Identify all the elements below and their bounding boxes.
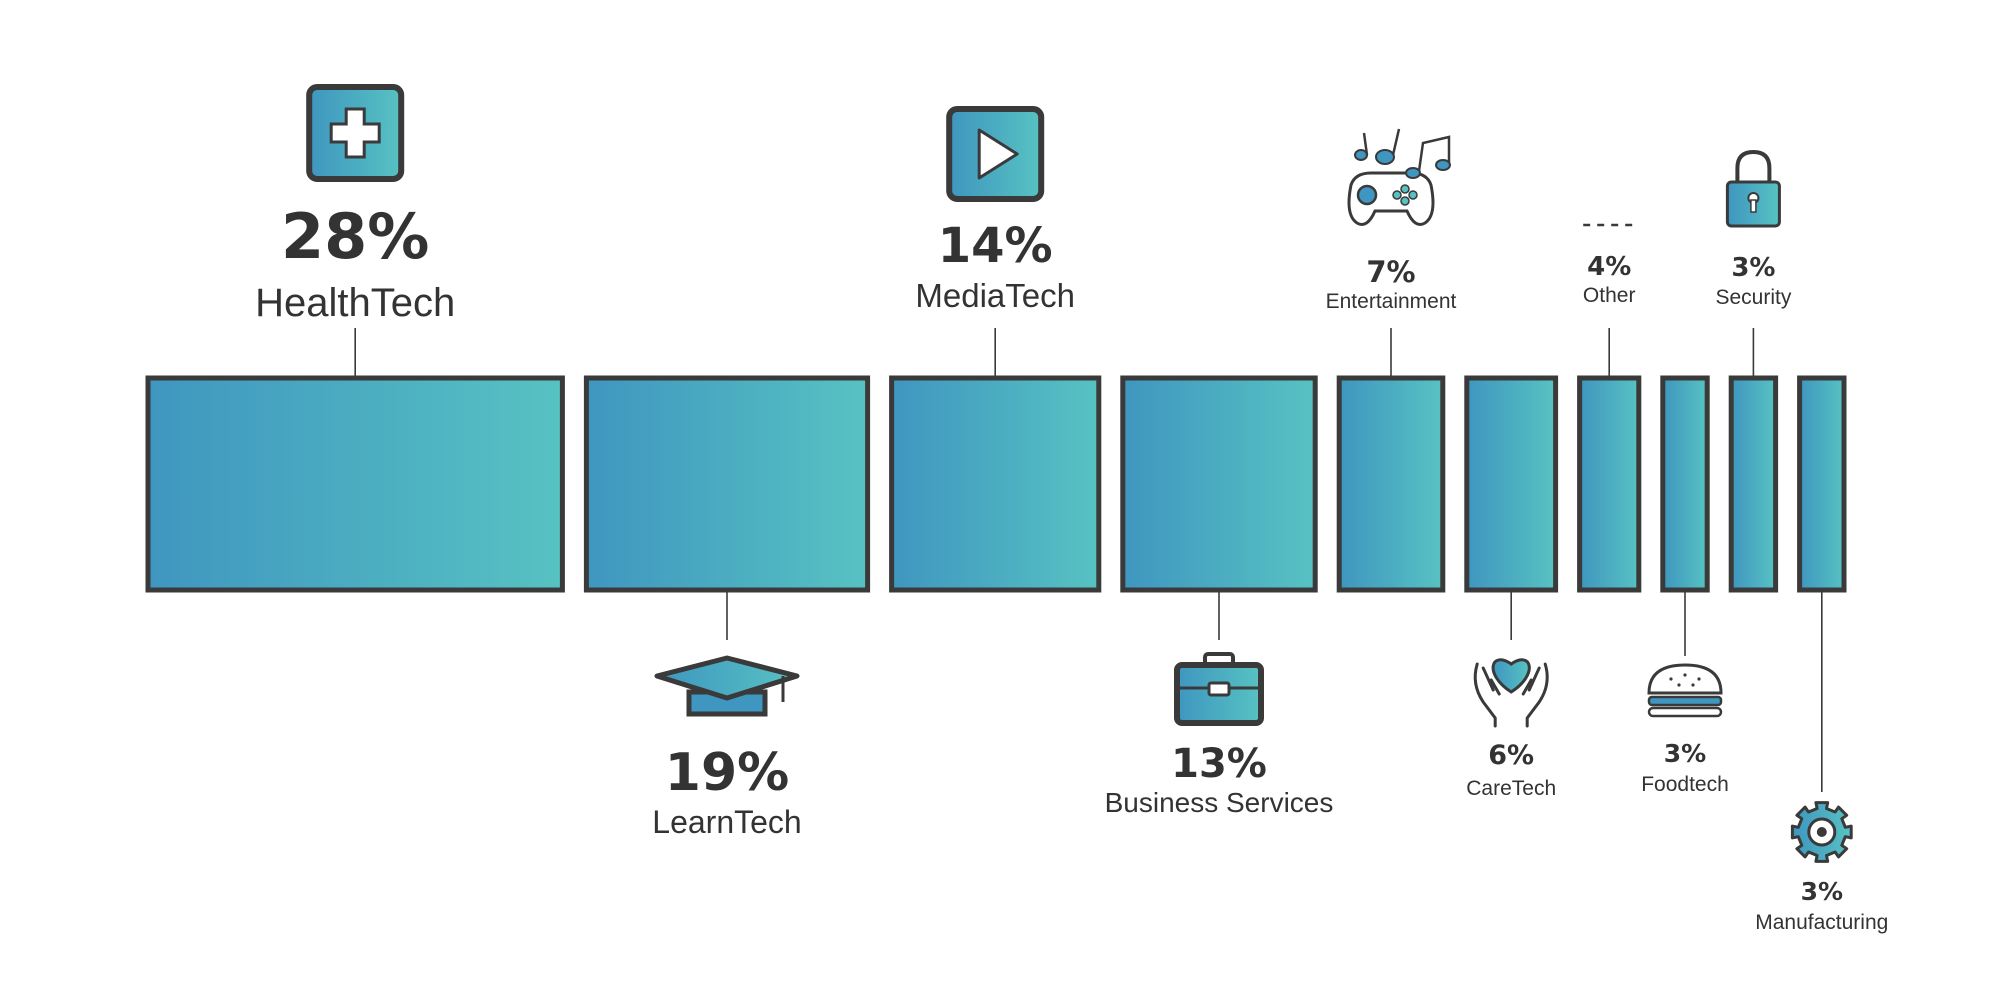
bar-other (1577, 375, 1642, 593)
value-label-other: 4% (1587, 252, 1631, 282)
bar-learntech (583, 375, 871, 593)
category-label-caretech: CareTech (1466, 777, 1556, 800)
icons-group (306, 84, 1853, 863)
bar-foodtech (1660, 375, 1710, 593)
category-label-foodtech: Foodtech (1641, 773, 1729, 796)
bars-group (145, 375, 1847, 593)
value-label-caretech: 6% (1488, 740, 1534, 771)
gamepad-music-icon (1347, 128, 1451, 226)
gear-icon (1790, 801, 1853, 863)
category-label-mediatech: MediaTech (915, 277, 1075, 314)
value-label-learntech: 19% (665, 743, 789, 803)
bar-caretech (1464, 375, 1559, 593)
burger-icon (1647, 663, 1723, 718)
medical-cross-icon (306, 84, 405, 182)
category-label-entertainment: Entertainment (1326, 290, 1457, 313)
play-icon (946, 106, 1045, 202)
value-label-foodtech: 3% (1664, 739, 1706, 768)
category-label-security: Security (1715, 286, 1791, 309)
bar-healthtech (145, 375, 565, 593)
category-label-other: Other (1583, 284, 1636, 307)
value-label-entertainment: 7% (1366, 255, 1415, 289)
graduation-cap-icon (654, 655, 800, 717)
category-label-manufacturing: Manufacturing (1755, 911, 1888, 934)
briefcase-icon (1174, 652, 1264, 726)
category-label-healthtech: HealthTech (255, 281, 455, 325)
padlock-icon (1725, 149, 1781, 228)
value-label-security: 3% (1731, 253, 1775, 283)
category-label-business-services: Business Services (1105, 787, 1334, 818)
category-label-learntech: LearnTech (652, 804, 801, 840)
bar-security (1728, 375, 1779, 593)
value-label-mediatech: 14% (938, 218, 1053, 274)
value-label-business-services: 13% (1171, 741, 1267, 787)
leader-lines-group (354, 328, 1823, 792)
labels-group: 28% HealthTech 19%LearnTech 14%MediaTech 13%… (255, 200, 1888, 934)
bar-business-services (1120, 375, 1318, 593)
bar-mediatech (889, 375, 1102, 593)
heart-hands-icon (1473, 658, 1549, 728)
value-label-healthtech: 28% (281, 200, 429, 273)
bar-manufacturing (1797, 375, 1847, 593)
value-label-manufacturing: 3% (1801, 877, 1843, 906)
bar-entertainment (1336, 375, 1446, 593)
